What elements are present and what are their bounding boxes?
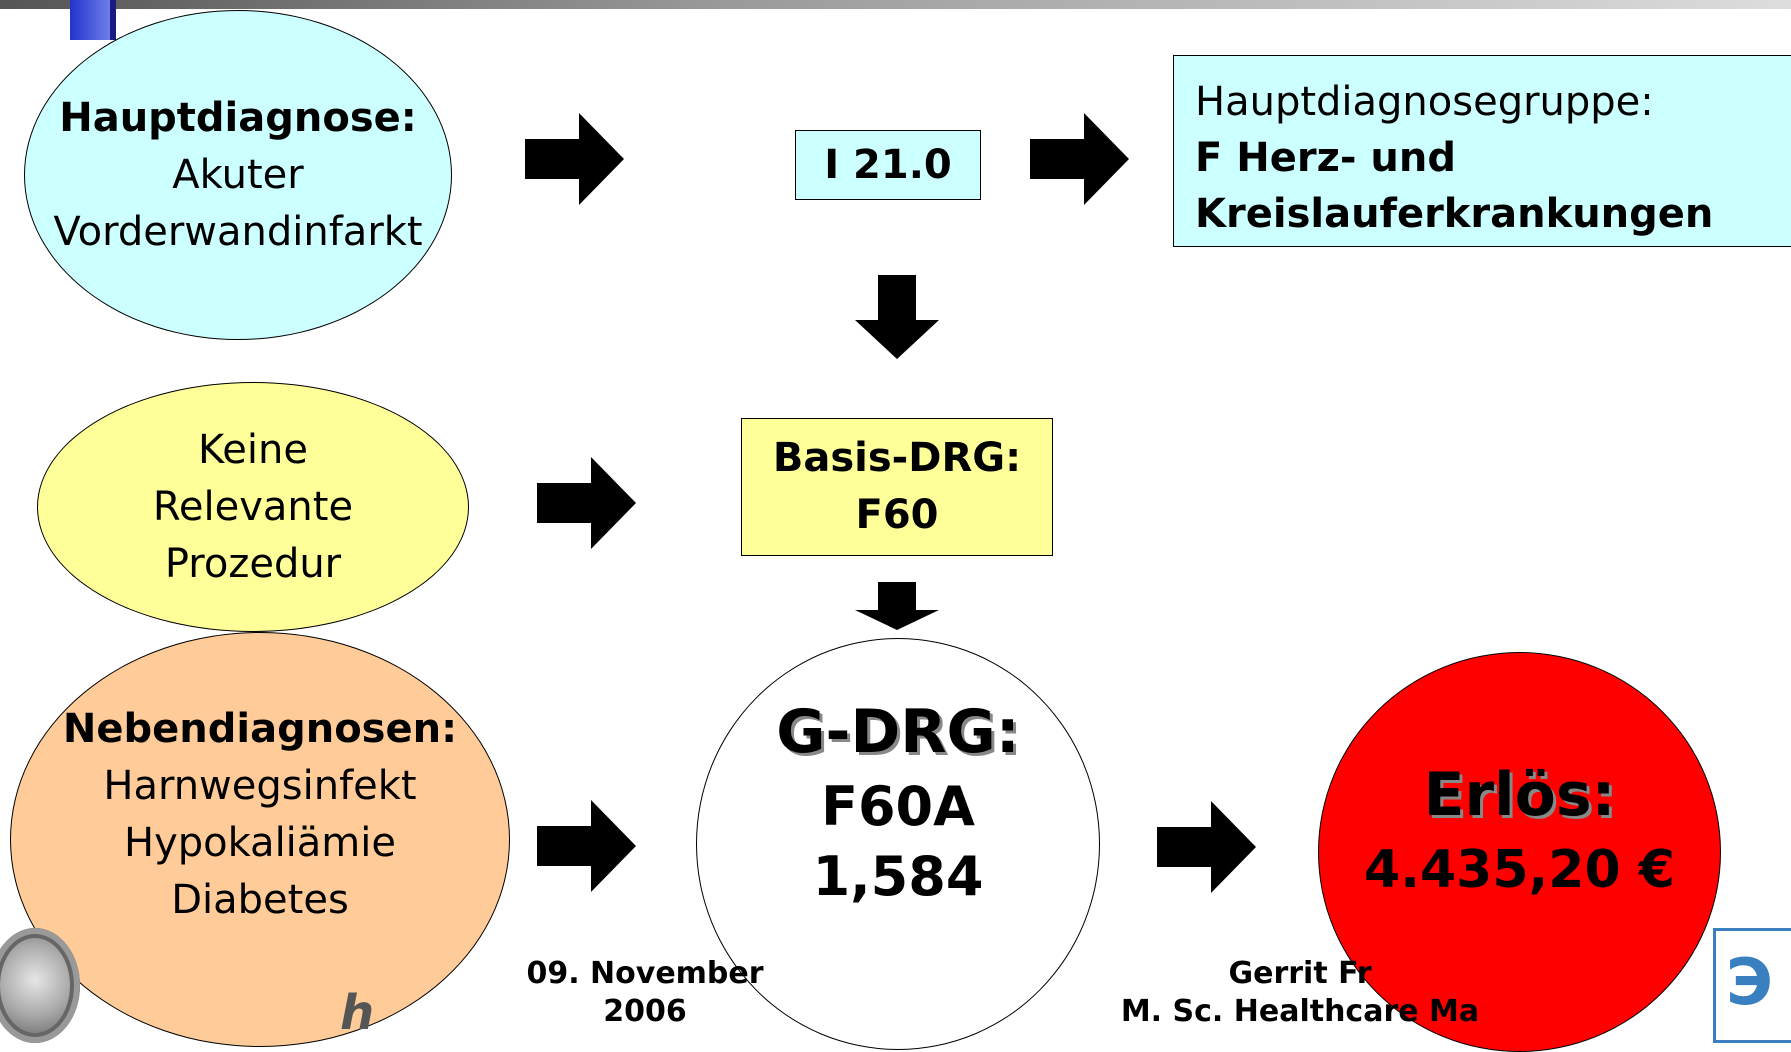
arrow-right-icon bbox=[525, 113, 624, 205]
university-seal-icon bbox=[0, 928, 80, 1043]
secondary-diagnoses-line3: Diabetes bbox=[171, 876, 349, 923]
mdc-box: Hauptdiagnosegruppe: F Herz- und Kreisla… bbox=[1173, 55, 1791, 247]
procedure-ellipse: Keine Relevante Prozedur bbox=[37, 382, 469, 632]
footer-author-line1: Gerrit Fr bbox=[1228, 956, 1372, 991]
header-accent-square bbox=[70, 0, 115, 40]
arrow-down-icon bbox=[855, 582, 939, 630]
icd-code-box: I 21.0 bbox=[795, 130, 981, 200]
header-accent-bar bbox=[110, 0, 116, 40]
mdc-line1: Hauptdiagnosegruppe: bbox=[1195, 79, 1654, 125]
secondary-diagnoses-line2: Hypokaliämie bbox=[123, 819, 396, 866]
gdrg-line2: 1,584 bbox=[812, 844, 984, 908]
revenue-value: 4.435,20 € bbox=[1364, 840, 1675, 900]
procedure-line3: Prozedur bbox=[164, 540, 342, 587]
arrow-right-icon bbox=[537, 800, 636, 892]
gdrg-line1: F60A bbox=[821, 774, 975, 838]
basis-drg-line1: Basis-DRG: bbox=[772, 435, 1022, 481]
procedure-line2: Relevante bbox=[152, 483, 354, 530]
secondary-diagnoses-title: Nebendiagnosen: bbox=[62, 705, 458, 752]
footer-date: 09. November 2006 bbox=[500, 953, 790, 1033]
secondary-diagnoses-ellipse: Nebendiagnosen: Harnwegsinfekt Hypokaliä… bbox=[10, 632, 510, 1047]
header-line bbox=[0, 0, 1791, 9]
arrow-right-icon bbox=[1157, 801, 1256, 893]
mdc-line2: F Herz- und bbox=[1195, 135, 1456, 181]
revenue-circle: Erlös: 4.435,20 € bbox=[1318, 652, 1721, 1052]
gdrg-circle: G-DRG: F60A 1,584 bbox=[696, 638, 1100, 1050]
institute-logo-icon: Э bbox=[1713, 928, 1791, 1043]
logo-fragment: ℎ bbox=[340, 985, 375, 1041]
main-diagnosis-line1: Akuter bbox=[172, 151, 304, 198]
arrow-down-icon bbox=[855, 275, 939, 359]
revenue-title: Erlös: bbox=[1423, 760, 1616, 830]
gdrg-title: G-DRG: bbox=[776, 696, 1020, 767]
mdc-line3: Kreislauferkrankungen bbox=[1195, 191, 1714, 237]
arrow-right-icon bbox=[1030, 113, 1129, 205]
main-diagnosis-line2: Vorderwandinfarkt bbox=[53, 208, 423, 255]
footer-author-line2: M. Sc. Healthcare Ma bbox=[1120, 994, 1480, 1029]
secondary-diagnoses-line1: Harnwegsinfekt bbox=[103, 762, 417, 809]
arrow-right-icon bbox=[537, 457, 636, 549]
main-diagnosis-title: Hauptdiagnose: bbox=[59, 94, 417, 141]
basis-drg-box: Basis-DRG: F60 bbox=[741, 418, 1053, 556]
footer-author: Gerrit Fr M. Sc. Healthcare Ma bbox=[1090, 953, 1510, 1033]
footer-date-line1: 09. November bbox=[526, 956, 764, 991]
procedure-line1: Keine bbox=[198, 426, 308, 473]
footer-date-line2: 2006 bbox=[603, 994, 687, 1029]
icd-code-label: I 21.0 bbox=[824, 141, 952, 188]
main-diagnosis-ellipse: Hauptdiagnose: Akuter Vorderwandinfarkt bbox=[24, 10, 452, 340]
basis-drg-line2: F60 bbox=[855, 492, 939, 538]
